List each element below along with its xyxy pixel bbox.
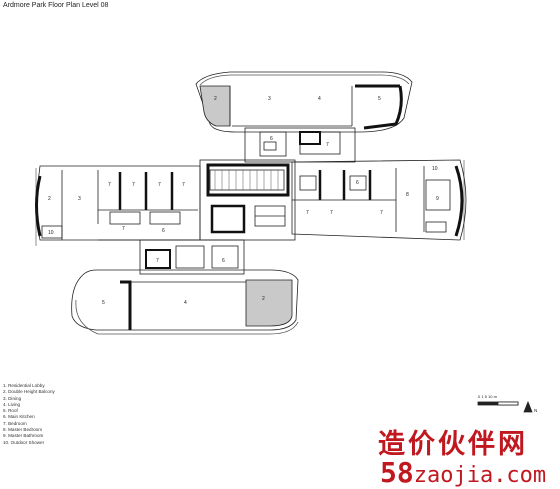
left-bath-2	[149, 211, 181, 225]
room-num: 6	[270, 136, 273, 142]
room-num: 8	[406, 192, 409, 198]
left-bath-1	[109, 211, 141, 225]
legend-item: 5. Roof	[3, 408, 18, 414]
room-num: 7	[122, 226, 125, 232]
top-fixture	[263, 141, 277, 151]
room-numbers: 2 3 4 5 6 7 2 3 7 7 7 7 7 6 10 7 7 7 8 6…	[48, 96, 439, 306]
legend-item: 3. Dining	[3, 395, 22, 401]
core-stair	[209, 169, 285, 191]
core-outline	[199, 159, 296, 241]
top-wing-outline	[195, 71, 413, 133]
room-num: 10	[432, 166, 438, 172]
room-num: 3	[268, 96, 271, 102]
room-num: 7	[306, 210, 309, 216]
bottom-roof-wall	[120, 280, 132, 330]
top-kitchen	[259, 131, 287, 157]
right-outdoor	[425, 221, 447, 233]
scale-bar: 0 1 5 10 m	[477, 394, 519, 406]
bottom-bath	[175, 245, 205, 269]
legend-item: 10. Outdoor Shower	[3, 439, 45, 445]
lift-shaft	[210, 204, 246, 234]
top-roof-wall	[355, 84, 403, 130]
room-num: 7	[182, 182, 185, 188]
room-num: 6	[356, 180, 359, 186]
legend-item: 4. Living	[3, 401, 21, 407]
legend-item: 6. Main Kitchen	[3, 414, 35, 420]
core-thick-wall	[206, 163, 290, 197]
watermark-url: 58zaojia.com	[380, 456, 546, 489]
room-num: 4	[184, 300, 187, 306]
right-bath-2	[349, 175, 367, 191]
room-num: 7	[132, 182, 135, 188]
bottom-wing-outline	[71, 269, 299, 331]
left-wing-glazing	[35, 175, 42, 237]
top-wing-glazing	[199, 74, 410, 86]
room-num: 7	[380, 210, 383, 216]
north-arrow: N	[523, 400, 537, 413]
room-num: 7	[156, 258, 159, 264]
room-num: 9	[436, 196, 439, 202]
left-wing-outline	[36, 165, 201, 241]
right-wing	[291, 159, 467, 241]
bottom-core	[139, 239, 245, 275]
left-wing	[35, 165, 201, 246]
room-num: 2	[262, 296, 265, 302]
plan-title: Ardmore Park Floor Plan Level 08	[3, 2, 109, 9]
scale-label: 0 1 5 10 m	[478, 394, 498, 399]
watermark-url-domain: zaojia.com	[413, 463, 547, 488]
room-num: 6	[162, 228, 165, 234]
room-num: 7	[108, 182, 111, 188]
room-num: 4	[318, 96, 321, 102]
room-num: 6	[222, 258, 225, 264]
top-balcony-fill	[199, 85, 231, 127]
bottom-kitchen-block	[145, 249, 171, 269]
room-num: 7	[158, 182, 161, 188]
bottom-wing	[71, 239, 299, 335]
right-wing-outline	[291, 159, 467, 241]
room-num: 7	[330, 210, 333, 216]
right-wing-glazing	[454, 165, 464, 237]
legend-item: 9. Master Bathroom	[3, 433, 44, 439]
legend-item: 1. Residential Lobby	[3, 383, 45, 388]
room-num: 7	[326, 142, 329, 148]
bottom-wing-glazing	[75, 299, 299, 335]
legend-item: 8. Master Bedroom	[3, 427, 43, 433]
room-num: 10	[48, 230, 54, 236]
legend-item: 7. Bedroom	[3, 420, 27, 426]
room-num: 2	[48, 196, 51, 202]
right-master-bath	[425, 179, 451, 211]
left-outdoor	[41, 225, 63, 239]
stair-treads	[214, 170, 279, 190]
right-bath-1	[299, 175, 317, 191]
room-num: 3	[78, 196, 81, 202]
watermark-url-number: 58	[380, 456, 414, 489]
bottom-balcony-fill	[245, 279, 293, 327]
legend-item: 2. Double Height Balcony	[3, 389, 55, 395]
top-bath-wall	[299, 131, 321, 145]
room-num: 5	[378, 96, 381, 102]
north-label: N	[534, 408, 537, 413]
watermark-text: 造价伙伴网	[378, 429, 528, 460]
room-num: 5	[102, 300, 105, 306]
bottom-kitchen	[211, 245, 239, 269]
room-num: 2	[214, 96, 217, 102]
top-wing	[195, 71, 413, 163]
central-core	[199, 159, 296, 241]
